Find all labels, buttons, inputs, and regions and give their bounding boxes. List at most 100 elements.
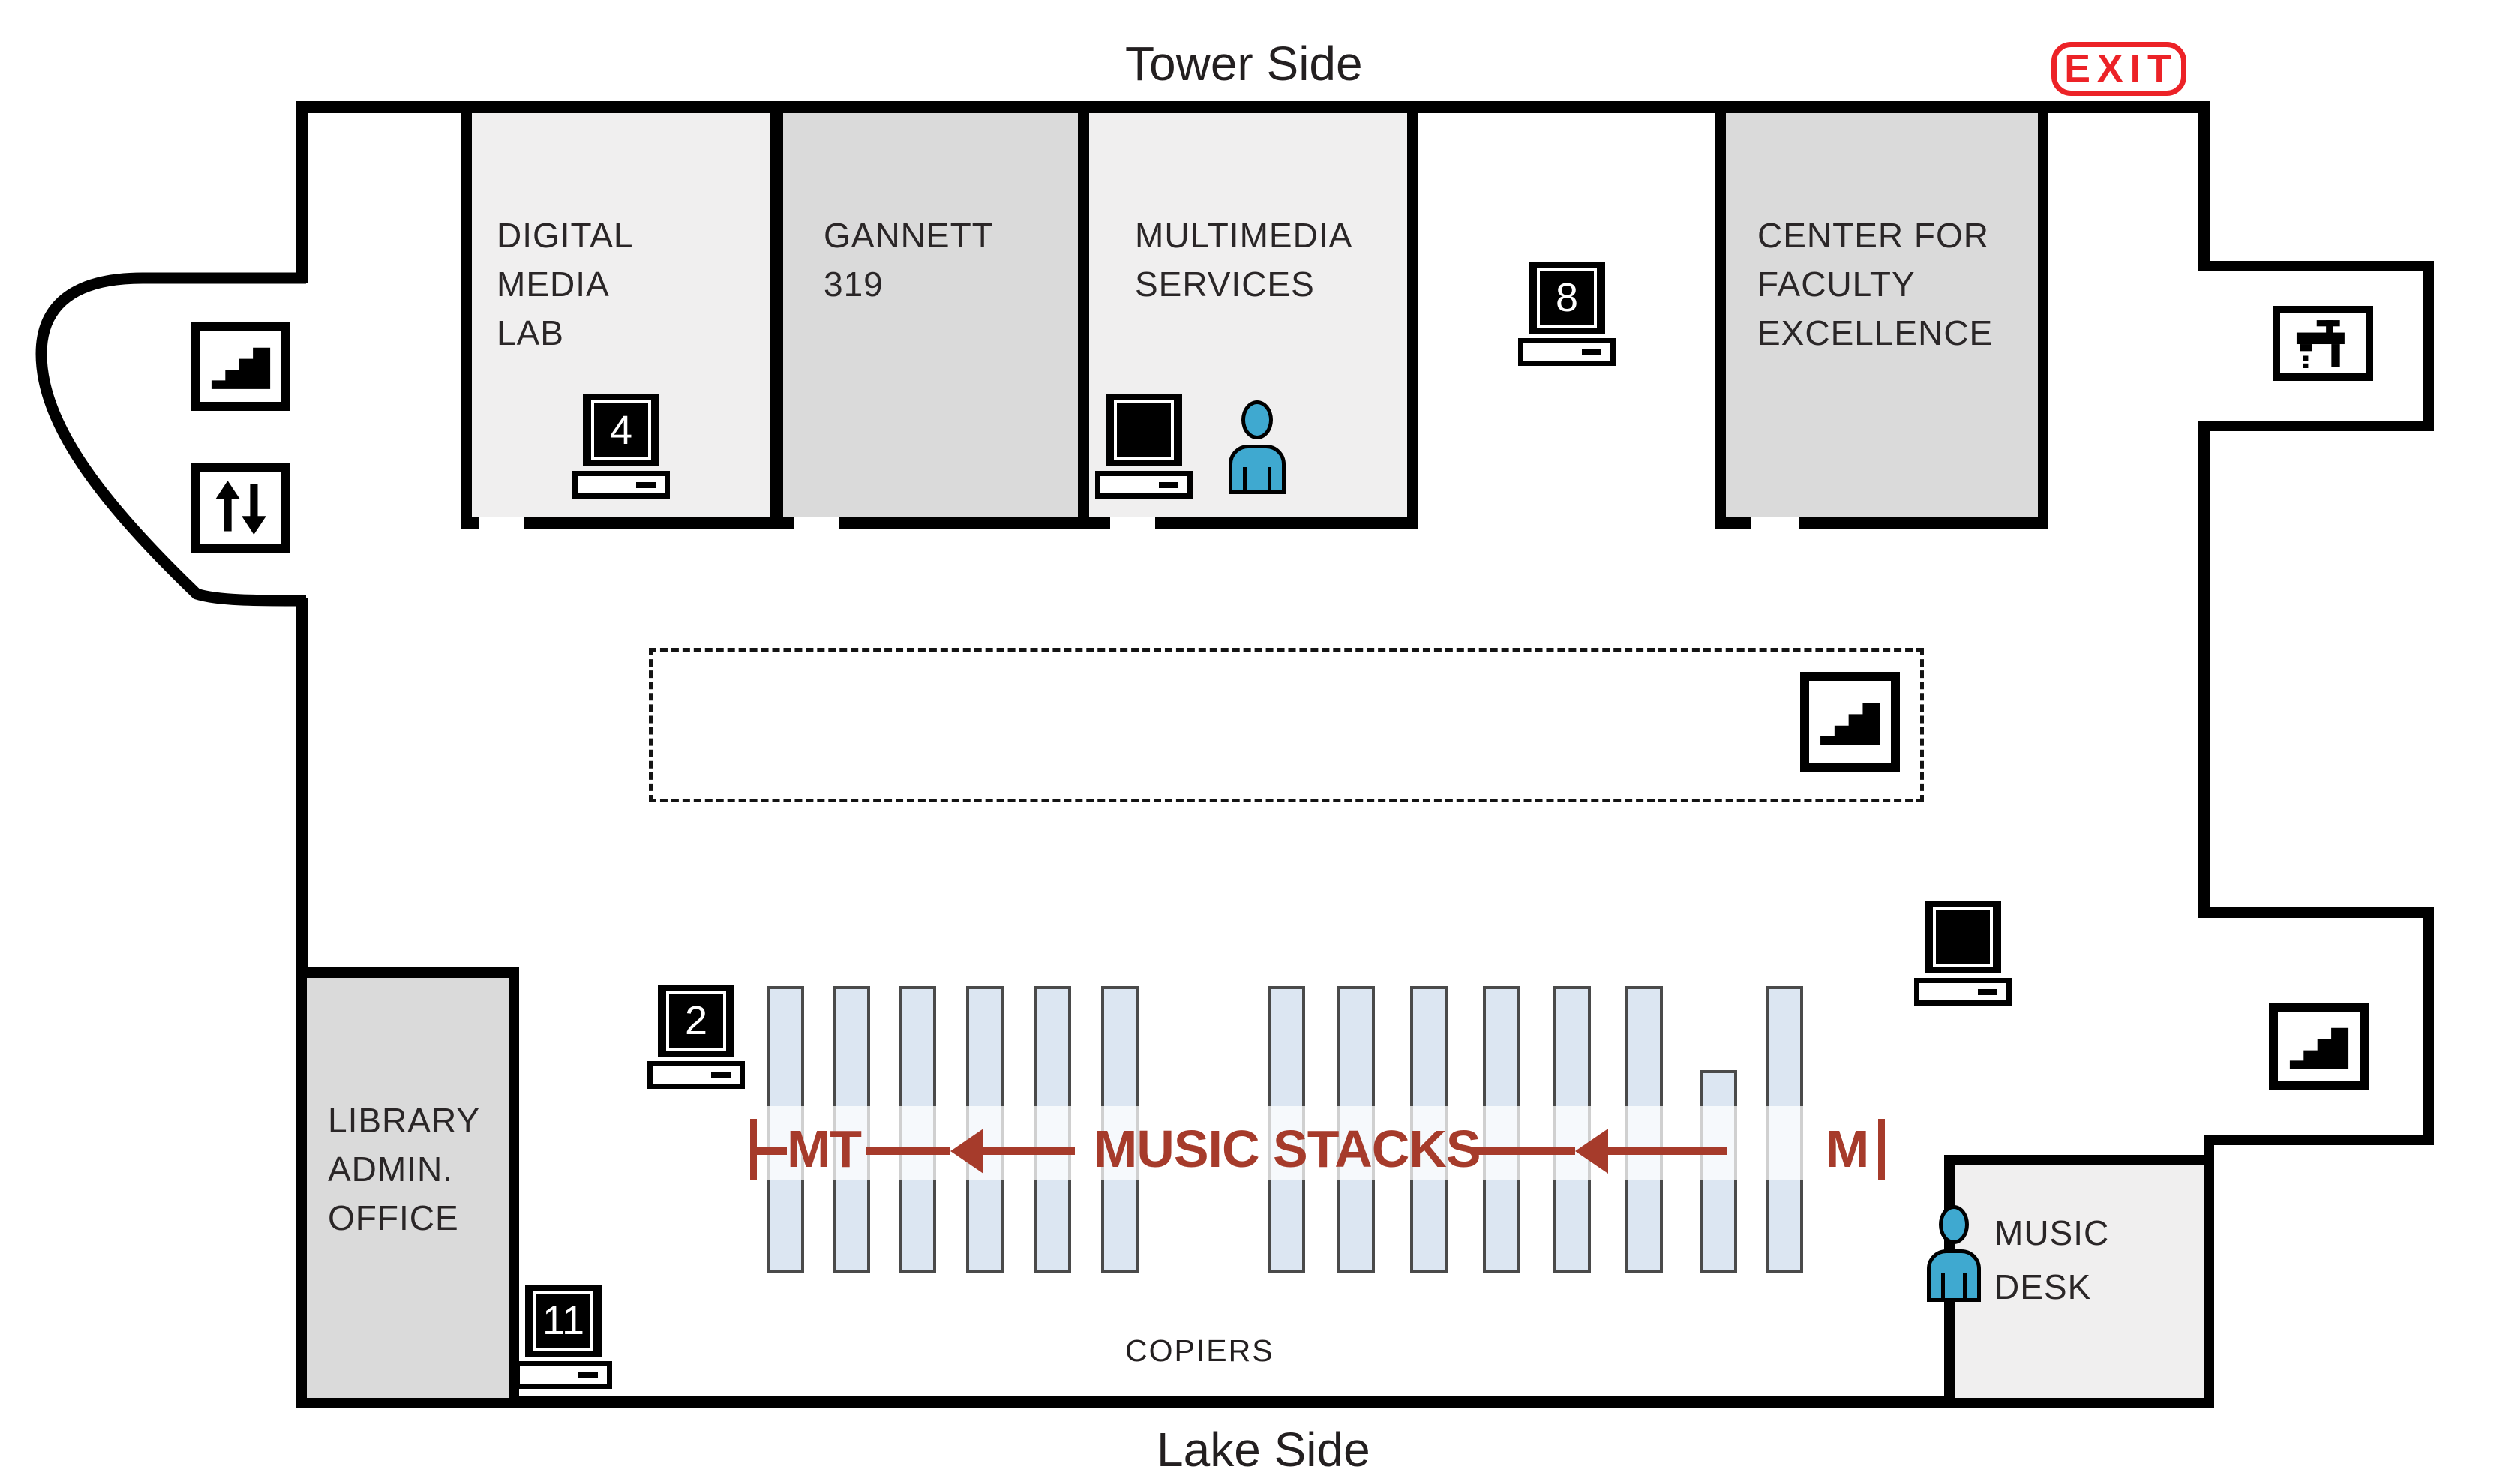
arrow-left-icon	[1575, 1129, 1608, 1174]
monitor-icon: 2	[658, 985, 734, 1057]
library-admin-office-label: LIBRARY ADMIN. OFFICE	[328, 1096, 480, 1243]
person-icon	[1927, 1205, 1981, 1302]
wall-segment	[2423, 907, 2434, 1145]
monitor-icon	[1925, 901, 2001, 973]
monitor-icon: 4	[583, 394, 659, 466]
range-line	[866, 1147, 950, 1155]
computer-station-2: 2	[647, 985, 745, 1089]
wall-segment	[2038, 113, 2048, 529]
label-line: DIGITAL	[497, 216, 634, 255]
person-head	[1939, 1205, 1969, 1244]
wall-segment	[1715, 113, 1726, 529]
wall-segment	[296, 101, 2210, 113]
lake-side-label: Lake Side	[1157, 1423, 1370, 1477]
wall-segment	[2198, 421, 2434, 431]
keyboard-icon	[1095, 471, 1193, 499]
curved-wall	[35, 272, 307, 607]
range-end-cap	[1878, 1119, 1885, 1180]
range-start-label: MT	[787, 1120, 862, 1178]
keyboard-icon	[1518, 338, 1616, 366]
label-line: CENTER FOR	[1757, 216, 1989, 255]
wall-segment	[2204, 1135, 2434, 1145]
label-line: ADMIN.	[328, 1150, 453, 1189]
label-line: SERVICES	[1135, 265, 1315, 304]
label-line: FACULTY	[1757, 265, 1916, 304]
exit-sign: EXIT	[2051, 42, 2186, 96]
computer-station-4: 4	[572, 394, 670, 499]
wall-segment	[2198, 101, 2210, 271]
copiers-label: COPIERS	[1125, 1333, 1274, 1368]
person-head	[1241, 400, 1273, 439]
wall-segment	[461, 517, 479, 529]
stacks-label-band	[746, 1106, 1890, 1180]
wall-segment	[770, 113, 783, 529]
multimedia-services-label: MULTIMEDIA SERVICES	[1135, 211, 1352, 309]
label-line: DESK	[1994, 1267, 2092, 1306]
stairs-icon	[1800, 672, 1900, 772]
range-line	[1608, 1147, 1727, 1155]
monitor-icon	[1106, 394, 1182, 466]
wall-segment	[2198, 421, 2210, 918]
range-line	[983, 1147, 1075, 1155]
gannett-319-label: GANNETT 319	[824, 211, 994, 309]
keyboard-icon	[515, 1361, 612, 1389]
label-line: MEDIA	[497, 265, 610, 304]
range-end-label: M	[1826, 1120, 1869, 1178]
computer-station	[1095, 394, 1193, 499]
wall-segment	[1799, 517, 2048, 529]
stairs-icon	[2269, 1003, 2369, 1090]
room-center-for-faculty-excellence	[1726, 113, 2038, 517]
arrow-left-icon	[950, 1129, 983, 1174]
computer-station	[1914, 901, 2012, 1006]
person-body	[1229, 445, 1286, 494]
range-line	[757, 1147, 787, 1155]
label-line: LAB	[497, 313, 564, 352]
label-line: MUSIC	[1994, 1213, 2110, 1252]
wall-segment	[2423, 261, 2434, 431]
wall-segment	[296, 101, 308, 283]
wall-segment	[1407, 113, 1418, 529]
range-line	[1472, 1147, 1575, 1155]
computer-station-11: 11	[515, 1285, 612, 1389]
stairs-icon	[191, 322, 290, 411]
label-line: 319	[824, 265, 884, 304]
music-desk-label: MUSIC DESK	[1994, 1206, 2109, 1314]
wall-segment	[2198, 907, 2434, 918]
station-number: 11	[542, 1298, 585, 1343]
wall-segment	[1078, 113, 1089, 529]
keyboard-icon	[647, 1061, 745, 1089]
label-line: GANNETT	[824, 216, 994, 255]
digital-media-lab-label: DIGITAL MEDIA LAB	[497, 211, 634, 358]
monitor-icon: 11	[525, 1285, 602, 1357]
range-end-cap	[750, 1119, 757, 1180]
keyboard-icon	[572, 471, 670, 499]
wall-segment	[839, 517, 1110, 529]
label-line: EXCELLENCE	[1757, 313, 1994, 352]
elevator-icon	[191, 463, 290, 553]
wall-segment	[2198, 261, 2434, 271]
station-number: 2	[684, 998, 708, 1043]
exit-label: EXIT	[2064, 47, 2178, 91]
keyboard-icon	[1914, 978, 2012, 1006]
music-stacks-label: MUSIC STACKS	[1094, 1120, 1481, 1178]
water-fountain-icon	[2273, 306, 2373, 381]
label-line: OFFICE	[328, 1198, 459, 1237]
label-line: MULTIMEDIA	[1135, 216, 1353, 255]
wall-segment	[461, 113, 472, 529]
station-number: 4	[609, 408, 633, 453]
center-for-faculty-excellence-label: CENTER FOR FACULTY EXCELLENCE	[1757, 211, 1993, 358]
person-icon	[1229, 400, 1286, 494]
person-body	[1927, 1249, 1981, 1302]
wall-segment	[524, 517, 794, 529]
computer-station-8: 8	[1518, 262, 1616, 366]
room-library-admin-office	[296, 967, 519, 1408]
label-line: LIBRARY	[328, 1101, 481, 1140]
station-number: 8	[1555, 275, 1579, 320]
wall-segment	[296, 1396, 2214, 1408]
wall-segment	[1155, 517, 1418, 529]
tower-side-label: Tower Side	[1125, 37, 1363, 91]
wall-segment	[1715, 517, 1751, 529]
monitor-icon: 8	[1529, 262, 1605, 334]
